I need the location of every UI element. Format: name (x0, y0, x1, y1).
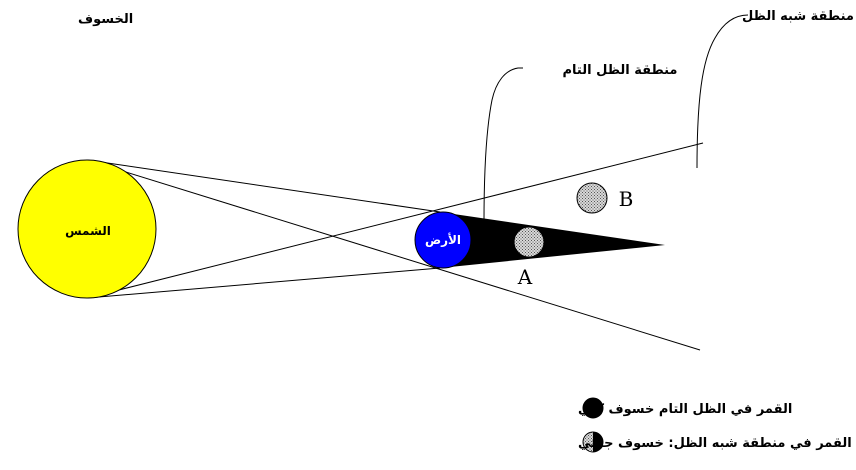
sun-label: الشمس (65, 224, 111, 238)
umbra-shadow-cone (440, 212, 665, 268)
penumbra-region-label: منطقة شبه الظل (742, 9, 854, 24)
legend-partial-shade (593, 432, 603, 452)
earth-label: الأرض (425, 232, 461, 247)
diagram-title: الخسوف (78, 12, 133, 27)
moon-b (576, 182, 608, 214)
sun (17, 159, 157, 299)
moon-a-label: A (517, 265, 533, 289)
legend-total-icon (582, 397, 604, 419)
moon-b-label: B (619, 187, 634, 211)
legend-total-text: القمر في الظل التام خسوف كلي (578, 402, 792, 417)
ray-upper-crossing (86, 159, 701, 351)
legend-partial-text: القمر في منطقة شبه الظل: خسوف جزئي (578, 436, 852, 451)
ray-lower-tangent (86, 267, 441, 299)
umbra-leader-line (483, 67, 523, 223)
moon-a (513, 226, 545, 258)
earth (414, 211, 472, 269)
penumbra-leader-line (696, 14, 749, 169)
ray-lower-crossing (86, 142, 704, 299)
ray-upper-tangent (86, 159, 441, 213)
umbra-region-label: منطقة الظل التام (563, 63, 678, 78)
